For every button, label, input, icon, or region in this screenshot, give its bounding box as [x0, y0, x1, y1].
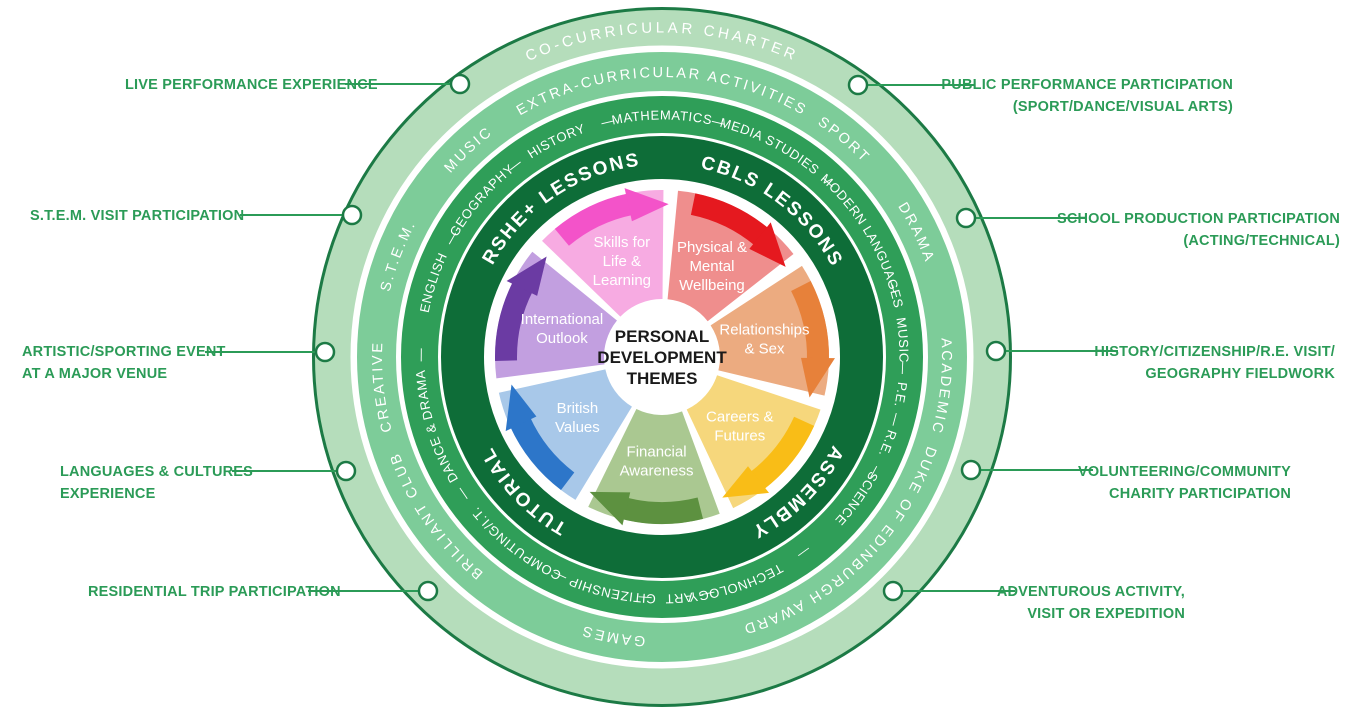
theme-arrow-head	[505, 384, 537, 432]
theme-arrow	[690, 193, 770, 246]
callout-line: RESIDENTIAL TRIP PARTICIPATION	[88, 584, 341, 600]
callout-marker-dot	[960, 459, 982, 481]
callout-volunteering-charity: VOLUNTEERING/COMMUNITY CHARITY PARTICIPA…	[1078, 461, 1291, 505]
callout-marker-dot	[985, 340, 1007, 362]
callout-marker-dot	[449, 73, 471, 95]
theme-segment	[498, 369, 632, 500]
callout-line: AT A MAJOR VENUE	[22, 366, 168, 382]
theme-arrow-head	[722, 466, 770, 498]
callout-line: SCHOOL PRODUCTION PARTICIPATION	[1056, 211, 1340, 227]
callout-artistic-sporting-event: ARTISTIC/SPORTING EVENT AT A MAJOR VENUE	[22, 341, 226, 385]
callout-adventurous-activity: ADVENTUROUS ACTIVITY, VISIT OR EXPEDITIO…	[997, 581, 1185, 625]
callout-line: GEOGRAPHY FIELDWORK	[1145, 366, 1335, 382]
callout-line: ADVENTUROUS ACTIVITY,	[996, 584, 1185, 600]
callout-line: HISTORY/CITIZENSHIP/R.E. VISIT/	[1094, 344, 1335, 360]
theme-arrow-head	[589, 491, 631, 526]
callout-marker-dot	[341, 204, 363, 226]
outer-ring-border	[312, 7, 1012, 707]
subject-separator: —	[551, 567, 569, 586]
callout-line: ARTISTIC/SPORTING EVENT	[22, 344, 226, 360]
theme-arrow	[749, 416, 815, 490]
lessons-ring	[441, 136, 883, 578]
callout-marker-dot	[882, 580, 904, 602]
callout-line: VOLUNTEERING/COMMUNITY	[1077, 464, 1291, 480]
callout-live-performance: LIVE PERFORMANCE EXPERIENCE	[125, 74, 378, 96]
theme-arrow	[620, 497, 704, 524]
callout-line: LIVE PERFORMANCE EXPERIENCE	[125, 77, 378, 93]
callout-residential-trip: RESIDENTIAL TRIP PARTICIPATION	[88, 581, 341, 603]
subject-separator: —	[884, 278, 902, 295]
theme-arrow	[495, 281, 534, 361]
subject-separator: —	[412, 348, 427, 361]
subject-ring-label: MUSIC	[893, 316, 911, 362]
callout-line: LANGUAGES & CULTURES	[60, 464, 254, 480]
callout-marker-dot	[955, 207, 977, 229]
theme-arrow-head	[624, 188, 669, 222]
callout-line: (ACTING/TECHNICAL)	[1183, 233, 1340, 249]
theme-arrow-head	[800, 357, 835, 398]
subject-separator: —	[710, 113, 726, 131]
theme-arrow-head	[749, 222, 786, 267]
subject-separator: —	[896, 361, 912, 375]
subject-separator: —	[865, 463, 884, 482]
callout-public-performance: PUBLIC PERFORMANCE PARTICIPATION (SPORT/…	[941, 74, 1233, 118]
subject-separator: —	[887, 411, 905, 427]
callout-marker-dot	[335, 460, 357, 482]
callout-line: (SPORT/DANCE/VISUAL ARTS)	[1012, 99, 1233, 115]
theme-arrow-head	[506, 256, 547, 296]
subject-ring-label: ART	[665, 590, 694, 607]
subject-ring-label: MATHEMATICS	[610, 107, 713, 127]
theme-arrow	[554, 193, 634, 246]
callout-marker-dot	[314, 341, 336, 363]
subject-separator: —	[638, 590, 652, 606]
theme-arrow	[790, 281, 829, 361]
callout-line: S.T.E.M. VISIT PARTICIPATION	[30, 208, 245, 224]
callout-line: VISIT OR EXPEDITION	[1027, 606, 1185, 622]
subject-ring-label: P.E.	[891, 381, 910, 409]
theme-segment-label: Careers &Futures	[706, 409, 774, 445]
theme-segment	[686, 375, 821, 509]
subject-separator: —	[700, 586, 716, 603]
callout-line: EXPERIENCE	[60, 486, 156, 502]
subjects-ring	[401, 96, 923, 618]
callout-marker-dot	[417, 580, 439, 602]
callout-stem-visit: S.T.E.M. VISIT PARTICIPATION	[30, 205, 244, 227]
subject-separator: —	[600, 112, 616, 130]
extra-curricular-ring	[357, 52, 967, 662]
theme-arrow	[509, 416, 575, 490]
theme-segment-label: Relationships& Sex	[719, 322, 809, 358]
callout-school-production: SCHOOL PRODUCTION PARTICIPATION (ACTING/…	[1057, 208, 1340, 252]
callout-history-citizenship-visit: HISTORY/CITIZENSHIP/R.E. VISIT/ GEOGRAPH…	[1094, 341, 1335, 385]
callout-line: PUBLIC PERFORMANCE PARTICIPATION	[941, 77, 1233, 93]
callout-languages-cultures: LANGUAGES & CULTURES EXPERIENCE	[60, 461, 253, 505]
callout-line: CHARITY PARTICIPATION	[1109, 486, 1291, 502]
subject-separator: —	[442, 228, 461, 247]
callout-marker-dot	[847, 74, 869, 96]
